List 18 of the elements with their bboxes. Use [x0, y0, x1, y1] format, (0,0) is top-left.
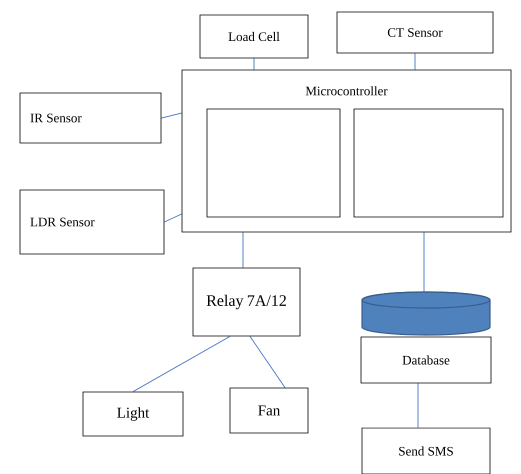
light-box: Light: [82, 392, 184, 436]
sensor-box: LDR Sensor: [20, 190, 164, 254]
connector-line: [250, 336, 286, 388]
sms-box: Send SMS: [362, 428, 490, 474]
relay-box: Relay 7A/12: [192, 268, 300, 336]
sensor-box: IR Sensor: [20, 92, 162, 144]
fan-box: Fan: [230, 388, 308, 434]
sensor-box: CT Sensor: [336, 12, 494, 54]
sensor-box: Load Cell: [200, 14, 308, 58]
database-box: Database: [360, 336, 492, 384]
board-box: [354, 108, 504, 218]
board-box: [206, 108, 340, 218]
database-cylinder: [361, 291, 491, 336]
connector-line: [164, 214, 182, 222]
connector-line: [160, 112, 182, 118]
connector-line: [132, 336, 230, 392]
connector-line: [414, 52, 416, 70]
connector-line: [242, 232, 244, 268]
